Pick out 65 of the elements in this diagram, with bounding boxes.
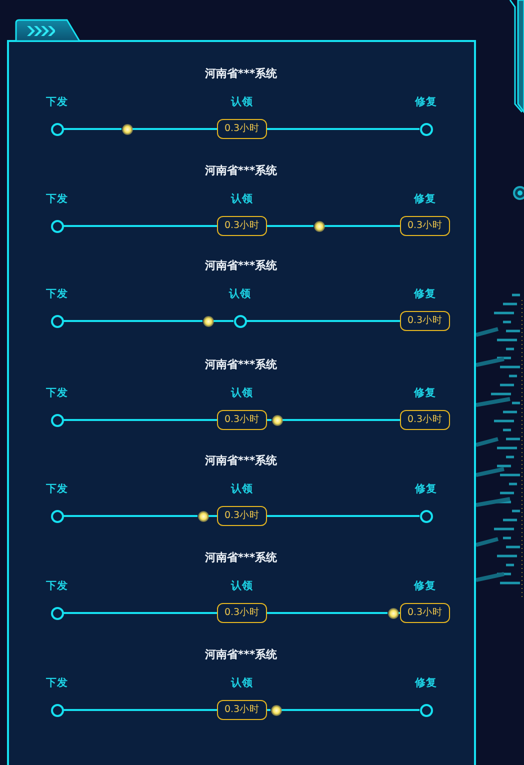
glow-dot <box>202 316 214 326</box>
row-title: 河南省***系统 <box>204 164 278 178</box>
row-title: 河南省***系统 <box>204 259 278 273</box>
connector-line <box>324 225 400 227</box>
connector-line <box>64 128 122 130</box>
connector-line <box>282 419 400 421</box>
connector-line <box>64 225 217 227</box>
stage-label: 下发 <box>46 193 68 206</box>
time-badge: 0.3小时 <box>217 700 267 720</box>
connector-line <box>267 515 420 517</box>
stage-label: 认领 <box>231 96 253 109</box>
stage-label: 修复 <box>414 387 436 400</box>
stage-label: 修复 <box>414 193 436 206</box>
connector-line <box>267 225 314 227</box>
stage-label: 下发 <box>46 580 68 593</box>
connector-line <box>267 709 270 711</box>
connector-line <box>208 515 217 517</box>
stage-label: 认领 <box>229 288 251 301</box>
row-title: 河南省***系统 <box>204 67 278 81</box>
stage-label: 修复 <box>415 677 437 690</box>
connector-line <box>267 419 272 421</box>
stage-label: 下发 <box>46 387 68 400</box>
stage-label: 认领 <box>231 387 253 400</box>
glow-dot <box>272 414 282 426</box>
stage-label: 下发 <box>46 288 68 301</box>
connector-line <box>267 612 388 614</box>
stage-label: 修复 <box>415 483 437 496</box>
time-badge: 0.3小时 <box>217 603 267 623</box>
time-badge: 0.3小时 <box>217 216 267 236</box>
glow-dot <box>122 124 132 134</box>
row-title: 河南省***系统 <box>204 454 278 468</box>
time-badge: 0.3小时 <box>400 410 450 430</box>
stage-label: 下发 <box>46 96 68 109</box>
connector-line <box>214 320 234 322</box>
time-badge: 0.3小时 <box>217 506 267 526</box>
connector-line <box>64 419 217 421</box>
stage-label: 认领 <box>231 580 253 593</box>
connector-line <box>246 320 400 322</box>
connector-line <box>64 320 202 322</box>
connector-line <box>267 128 420 130</box>
stage-label: 修复 <box>414 580 436 593</box>
row-title: 河南省***系统 <box>204 648 278 662</box>
glow-dot <box>388 608 398 618</box>
connector-line <box>64 709 217 711</box>
connector-line <box>282 709 420 711</box>
time-badge: 0.3小时 <box>217 410 267 430</box>
connector-line <box>64 515 198 517</box>
row-title: 河南省***系统 <box>204 551 278 565</box>
time-badge: 0.3小时 <box>400 216 450 236</box>
time-badge: 0.3小时 <box>400 603 450 623</box>
stage-label: 认领 <box>231 193 253 206</box>
connector-line <box>132 128 217 130</box>
glow-dot <box>198 510 208 522</box>
row-title: 河南省***系统 <box>204 358 278 372</box>
connector-line <box>64 612 217 614</box>
stage-label: 下发 <box>46 483 68 496</box>
stage-label: 下发 <box>46 677 68 690</box>
time-badge: 0.3小时 <box>400 311 450 331</box>
time-badge: 0.3小时 <box>217 119 267 139</box>
glow-dot <box>270 704 282 716</box>
stage-label: 修复 <box>414 288 436 301</box>
stage-label: 认领 <box>231 677 253 690</box>
stage-label: 认领 <box>231 483 253 496</box>
glow-dot <box>314 220 324 232</box>
stage-label: 修复 <box>415 96 437 109</box>
